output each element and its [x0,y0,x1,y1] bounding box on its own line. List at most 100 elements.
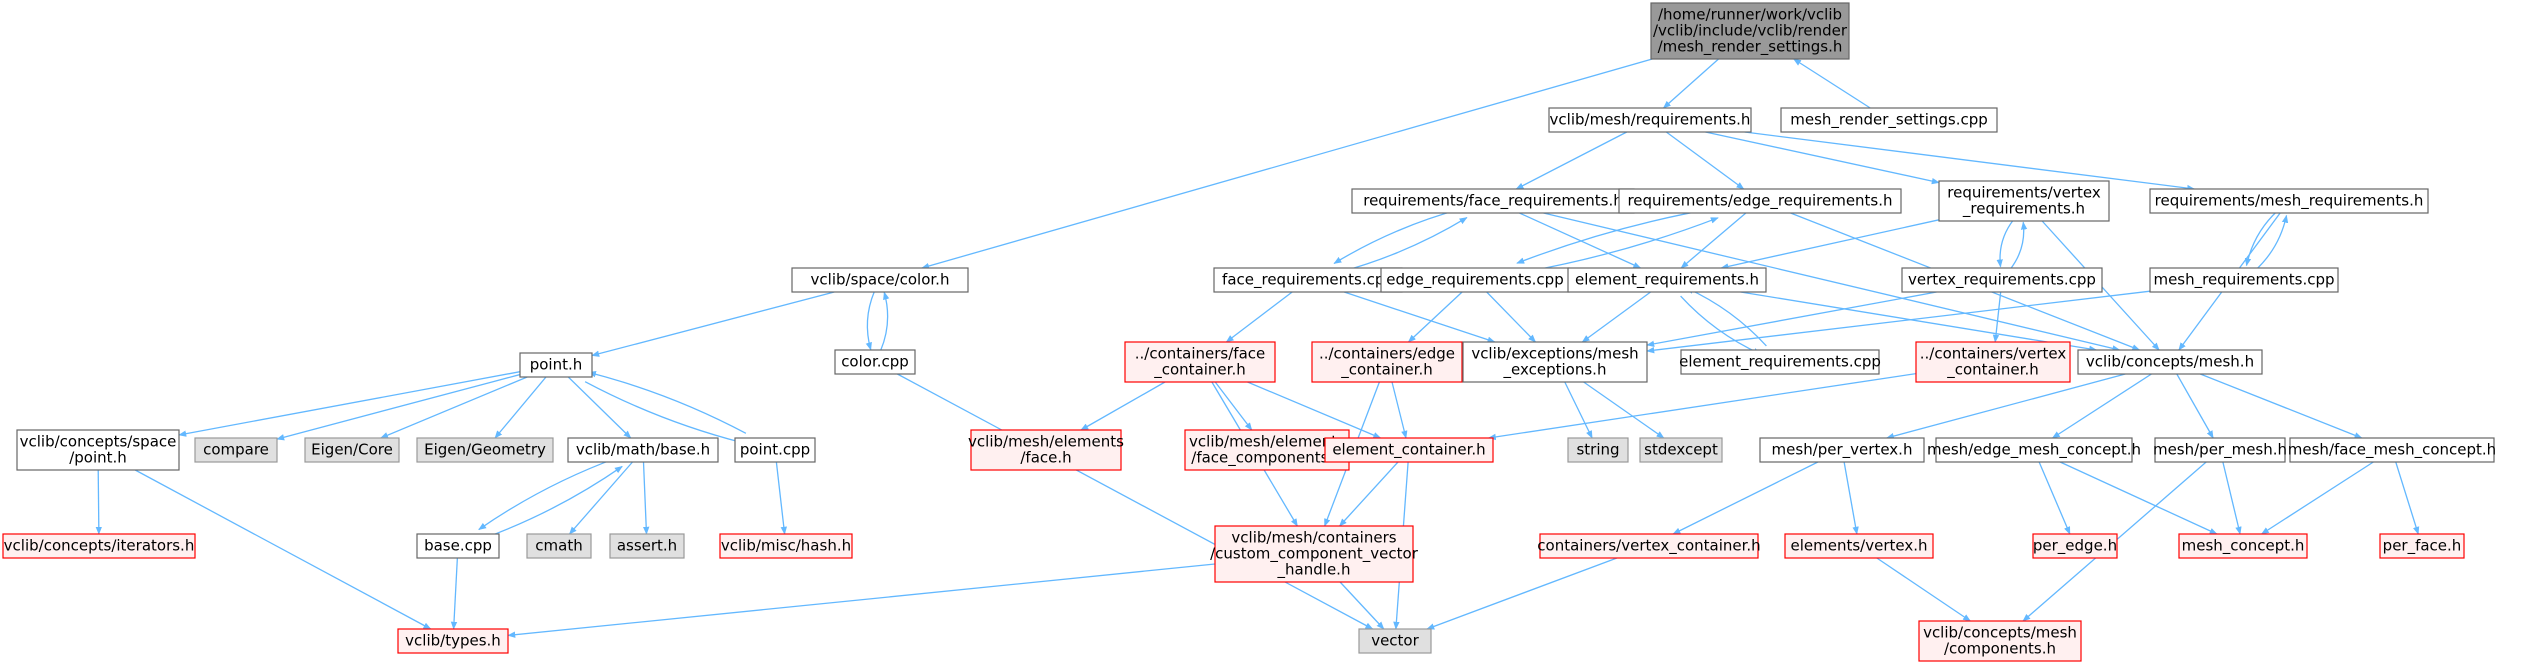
node-cmath[interactable]: cmath [526,533,592,559]
node-box [734,437,816,463]
edge-face-container-h-to-element-container-h [1247,381,1382,439]
node-element-requirements-cpp[interactable]: element_requirements.cpp [1679,349,1881,375]
node-element-requirements-h[interactable]: element_requirements.h [1567,267,1767,293]
node-box [1567,267,1767,293]
edge-root-to-color-h [921,58,1653,270]
node-box [1380,267,1570,293]
node-string[interactable]: string [1567,437,1629,463]
node-per-face-h[interactable]: per_face.h [2379,533,2465,559]
node-elements-face-h[interactable]: vclib/mesh/elements/face.h [968,429,1124,471]
node-mesh-render-settings-cpp[interactable]: mesh_render_settings.cpp [1780,107,1998,133]
node-box [194,437,278,463]
node-mesh-per-mesh-h[interactable]: mesh/per_mesh.h [2153,437,2287,463]
node-elements-vertex-h[interactable]: elements/vertex.h [1784,533,1934,559]
node-requirements-h[interactable]: vclib/mesh/requirements.h [1548,107,1752,133]
node-mesh-exceptions-h[interactable]: vclib/exceptions/mesh_exceptions.h [1462,341,1648,383]
node-face-container-h[interactable]: ../containers/face_container.h [1124,341,1276,383]
node-vertex-requirements-cpp[interactable]: vertex_requirements.cpp [1901,267,2103,293]
node-box [567,437,719,463]
node-box [304,437,400,463]
node-point-cpp[interactable]: point.cpp [734,437,816,463]
edge-concepts-mesh-h-to-mesh-edge-mesh-concept-h [2051,373,2152,439]
node-mesh-requirements-cpp[interactable]: mesh_requirements.cpp [2149,267,2339,293]
node-face-requirements-cpp[interactable]: face_requirements.cpp [1213,267,1403,293]
node-base-cpp[interactable]: base.cpp [416,533,500,559]
node-box [1567,437,1629,463]
node-color-h[interactable]: vclib/space/color.h [791,267,969,293]
edge-point-h-to-eigen-core [380,376,528,439]
edge-color-h-to-color-cpp [865,291,875,351]
edge-math-base-h-to-assert-h [642,461,650,535]
edge-mesh-requirements-cpp-to-mesh-exceptions-h [1646,290,2151,354]
node-containers-vertex-container-h[interactable]: containers/vertex_container.h [1537,533,1761,559]
node-misc-hash-h[interactable]: vclib/misc/hash.h [719,533,853,559]
node-types-h[interactable]: vclib/types.h [397,628,509,654]
node-box [519,352,593,378]
node-label: mesh/per_vertex.h [1772,441,1913,460]
node-box [2077,349,2263,375]
node-box [609,533,685,559]
node-edge-requirements-cpp[interactable]: edge_requirements.cpp [1380,267,1570,293]
node-mesh-edge-mesh-concept-h[interactable]: mesh/edge_mesh_concept.h [1927,437,2141,463]
node-elements-face-components-h[interactable]: vclib/mesh/elements/face_components.h [1184,429,1350,471]
node-box [1539,533,1759,559]
node-box [416,437,554,463]
node-box [1918,620,2082,662]
node-label: vclib/math/base.h [576,441,710,459]
node-edge-requirements-h[interactable]: requirements/edge_requirements.h [1618,188,1902,214]
edge-point-h-to-point-cpp [584,381,744,444]
edge-face-container-h-to-elements-face-h [1080,381,1166,431]
edge-element-requirements-cpp-to-element-requirements-h [1685,287,1767,347]
node-per-edge-h[interactable]: per_edge.h [2032,533,2118,559]
node-label: vclib/space/color.h [811,271,950,289]
node-box [1184,429,1350,471]
edge-edge-container-h-to-element-container-h [1391,381,1408,439]
edge-vertex-container-h-to-element-container-h [1487,372,1917,441]
node-label: mesh_concept.h [2182,537,2305,556]
node-eigen-core[interactable]: Eigen/Core [304,437,400,463]
node-box [1639,437,1723,463]
edge-mesh-per-mesh-h-to-mesh-concept-h [2222,461,2242,535]
node-mesh-requirements-h[interactable]: requirements/mesh_requirements.h [2149,188,2429,214]
node-mesh-concept-h[interactable]: mesh_concept.h [2178,533,2308,559]
node-box [1680,349,1880,375]
node-label: vertex_requirements.cpp [1908,271,2096,290]
node-mesh-per-vertex-h[interactable]: mesh/per_vertex.h [1759,437,1925,463]
node-custom-component-vector-handle-h[interactable]: vclib/mesh/containers/custom_component_v… [1210,525,1419,583]
node-mesh-face-mesh-concept-h[interactable]: mesh/face_mesh_concept.h [2288,437,2496,463]
edge-mesh-edge-mesh-concept-h-to-per-edge-h [2038,461,2071,535]
node-point-h[interactable]: point.h [519,352,593,378]
node-stdexcept[interactable]: stdexcept [1639,437,1723,463]
node-assert-h[interactable]: assert.h [609,533,685,559]
node-math-base-h[interactable]: vclib/math/base.h [567,437,719,463]
node-label: /vclib/include/vclib/render [1653,22,1848,40]
node-color-cpp[interactable]: color.cpp [834,349,916,375]
node-element-container-h[interactable]: element_container.h [1324,437,1494,463]
node-vertex-container-h[interactable]: ../containers/vertex_container.h [1915,341,2071,383]
node-compare[interactable]: compare [194,437,278,463]
node-label: /point.h [69,449,127,467]
node-box [397,628,509,654]
node-vertex-requirements-h[interactable]: requirements/vertex_requirements.h [1938,180,2110,222]
node-box [1214,525,1414,583]
node-box [2289,437,2495,463]
node-face-requirements-h[interactable]: requirements/face_requirements.h [1351,188,1635,214]
node-label: per_face.h [2383,537,2462,556]
edge-edge-requirements-h-to-edge-requirements-cpp [1516,207,1716,264]
edge-element-requirements-h-to-mesh-exceptions-h [1581,291,1651,343]
node-box [1462,341,1648,383]
node-concepts-mesh-components-h[interactable]: vclib/concepts/mesh/components.h [1918,620,2082,662]
node-concepts-mesh-h[interactable]: vclib/concepts/mesh.h [2077,349,2263,375]
node-concepts-iterators-h[interactable]: vclib/concepts/iterators.h [2,533,196,559]
node-eigen-geometry[interactable]: Eigen/Geometry [416,437,554,463]
node-concepts-space-point-h[interactable]: vclib/concepts/space/point.h [16,429,180,471]
node-box [1938,180,2110,222]
node-label: vclib/exceptions/mesh [1471,345,1638,363]
node-label: ../containers/face [1135,345,1265,363]
node-box [1324,437,1494,463]
node-edge-container-h[interactable]: ../containers/edge_container.h [1311,341,1463,383]
edge-mesh-exceptions-h-to-string [1564,381,1593,439]
node-box [1618,188,1902,214]
node-vector[interactable]: vector [1358,628,1432,654]
node-label: compare [203,441,269,459]
